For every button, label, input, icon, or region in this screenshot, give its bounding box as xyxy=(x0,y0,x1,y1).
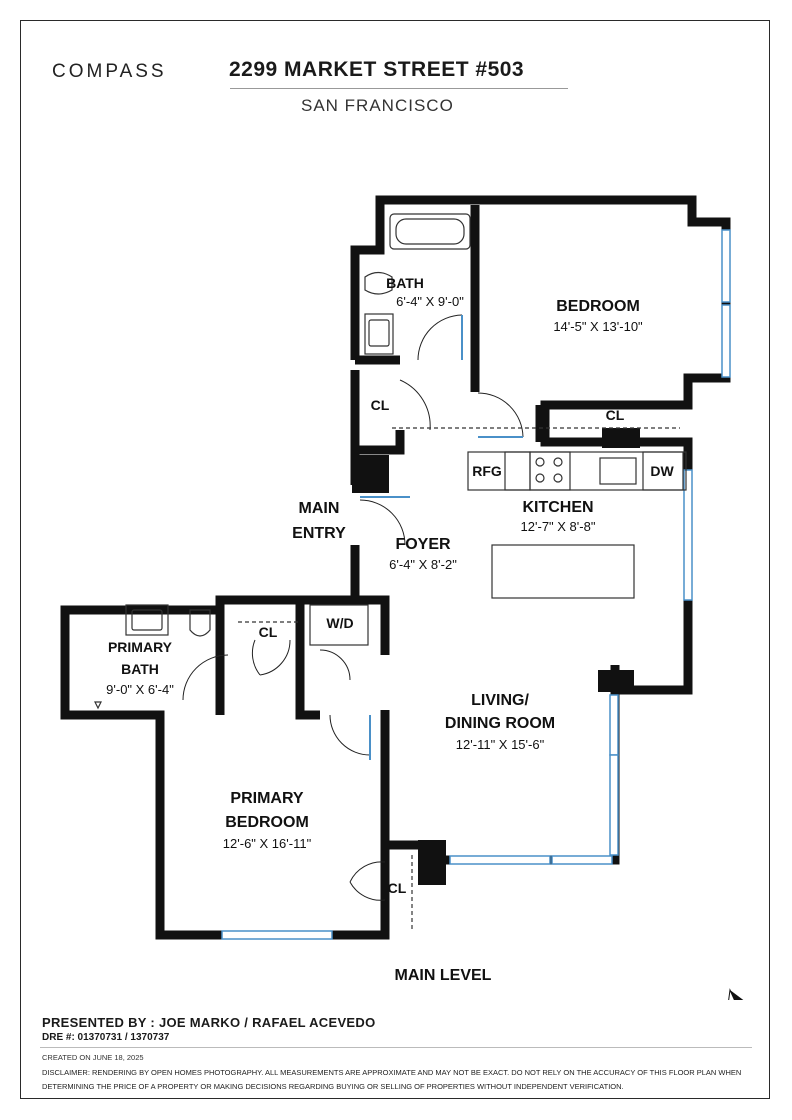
dre-number: DRE #: 01370731 / 1370737 xyxy=(42,1032,170,1043)
bath-dims: 6'-4" X 9'-0" xyxy=(396,294,464,309)
disclaimer-text: DISCLAIMER: RENDERING BY OPEN HOMES PHOT… xyxy=(42,1068,742,1091)
property-city: SAN FRANCISCO xyxy=(301,96,454,115)
main-entry-label-1: MAIN xyxy=(299,500,340,517)
presented-by: PRESENTED BY : JOE MARKO / RAFAEL ACEVED… xyxy=(42,1015,376,1030)
primary-bath-dims: 9'-0" X 6'-4" xyxy=(106,682,174,697)
primary-bedroom-closet-label: CL xyxy=(388,880,407,896)
dishwasher-label: DW xyxy=(650,463,674,479)
kitchen-label: KITCHEN xyxy=(522,499,593,516)
property-address: 2299 MARKET STREET #503 xyxy=(229,58,525,81)
primary-bath-label-1: PRIMARY xyxy=(108,639,173,655)
hall-closet-label: CL xyxy=(371,397,390,413)
kitchen-dims: 12'-7" X 8'-8" xyxy=(521,519,596,534)
foyer-dims: 6'-4" X 8'-2" xyxy=(389,557,457,572)
room-labels: BATH 6'-4" X 9'-0" BEDROOM 14'-5" X 13'-… xyxy=(106,275,674,896)
created-date: CREATED ON JUNE 18, 2025 xyxy=(42,1053,144,1062)
washer-dryer-label: W/D xyxy=(326,615,353,631)
living-dims: 12'-11" X 15'-6" xyxy=(456,737,545,752)
living-label-1: LIVING/ xyxy=(471,692,529,709)
floor-plan: BATH 6'-4" X 9'-0" BEDROOM 14'-5" X 13'-… xyxy=(60,195,744,1000)
primary-bedroom-label-2: BEDROOM xyxy=(225,814,309,831)
primary-bedroom-label-1: PRIMARY xyxy=(230,790,304,807)
doors xyxy=(182,314,524,901)
bedroom-closet-label: CL xyxy=(606,407,625,423)
main-entry-label-2: ENTRY xyxy=(292,525,346,542)
brand-logo: COMPASS xyxy=(52,61,167,82)
level-label: MAIN LEVEL xyxy=(395,967,492,984)
refrigerator-label: RFG xyxy=(472,463,502,479)
windows xyxy=(221,229,731,940)
living-label-2: DINING ROOM xyxy=(445,715,555,732)
fixtures xyxy=(94,213,687,930)
page-frame xyxy=(20,20,770,1099)
bedroom-label: BEDROOM xyxy=(556,298,640,315)
bath-label: BATH xyxy=(386,275,424,291)
bedroom-dims: 14'-5" X 13'-10" xyxy=(553,319,643,334)
foyer-label: FOYER xyxy=(395,536,451,553)
title-divider xyxy=(230,88,568,89)
primary-bath-closet-label: CL xyxy=(259,624,278,640)
wall-fills xyxy=(352,428,640,885)
footer-divider xyxy=(40,1047,752,1048)
primary-bedroom-dims: 12'-6" X 16'-11" xyxy=(223,836,312,851)
primary-bath-label-2: BATH xyxy=(121,661,159,677)
walls xyxy=(60,195,731,940)
north-arrow-icon: N xyxy=(728,988,744,1000)
